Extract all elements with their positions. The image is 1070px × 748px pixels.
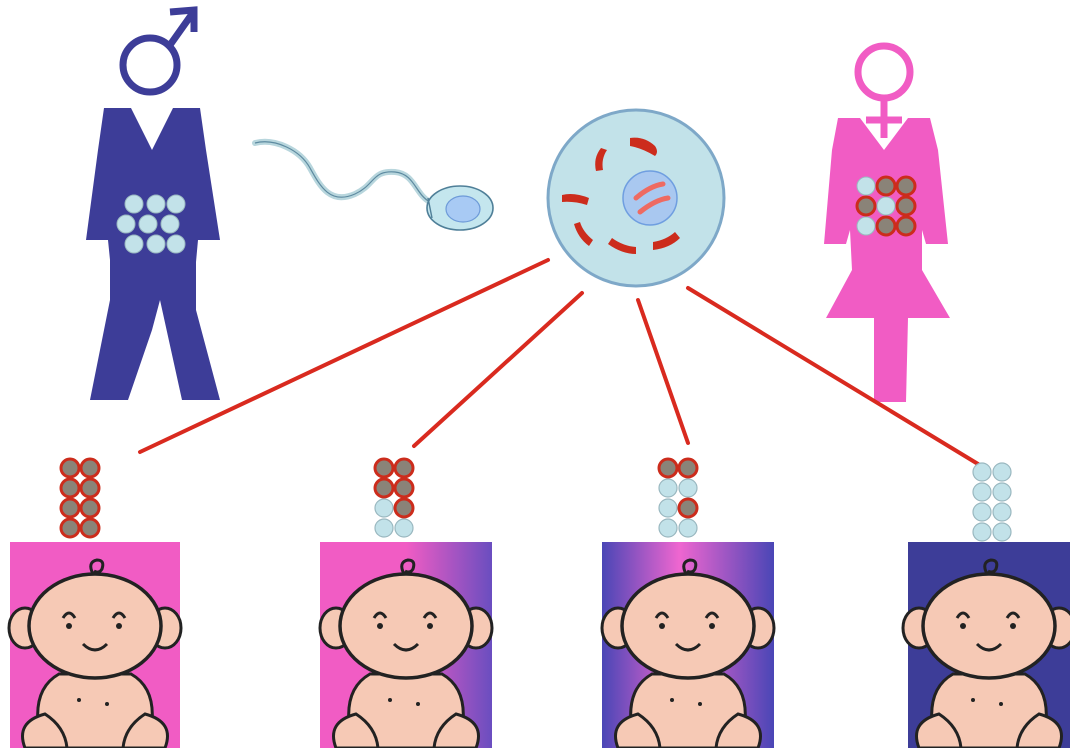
inherited-chromosome-light [973, 483, 991, 501]
mother-chromosome [857, 217, 875, 235]
father-chromosome [167, 235, 185, 253]
mother-chromosome [877, 217, 895, 235]
chromosome-set [375, 459, 413, 537]
inherited-chromosome-dark [81, 519, 99, 537]
father-chromosome [117, 215, 135, 233]
mother-body [824, 118, 950, 402]
offspring-chromosome-sets [61, 459, 1011, 541]
father-chromosome [139, 215, 157, 233]
mother-chromosome [877, 197, 895, 215]
baby-pupil [960, 623, 966, 629]
inherited-chromosome-dark [375, 479, 393, 497]
baby-belly-mark [105, 702, 109, 706]
mother-chromosome-set [857, 177, 915, 235]
baby-belly-mark [416, 702, 420, 706]
egg-cell-icon [548, 110, 724, 286]
inherited-chromosome-light [993, 463, 1011, 481]
inherited-chromosome-dark [395, 499, 413, 517]
inherited-chromosome-dark [375, 459, 393, 477]
chromosome-set [973, 463, 1011, 541]
venus-icon [858, 46, 910, 138]
father-chromosome [125, 235, 143, 253]
inherited-chromosome-dark [679, 459, 697, 477]
chromosome-set [659, 459, 697, 537]
baby-belly-mark [971, 698, 975, 702]
inherited-chromosome-light [973, 463, 991, 481]
mars-icon [123, 10, 194, 92]
inherited-chromosome-dark [81, 479, 99, 497]
inherited-chromosome-light [993, 503, 1011, 521]
father-chromosome [161, 215, 179, 233]
baby-belly-mark [77, 698, 81, 702]
mother-chromosome [857, 197, 875, 215]
inherited-chromosome-light [375, 499, 393, 517]
inherited-chromosome-dark [61, 459, 79, 477]
inherited-chromosome-light [993, 523, 1011, 541]
mother-chromosome [877, 177, 895, 195]
baby-pupil [659, 623, 665, 629]
baby-belly-mark [670, 698, 674, 702]
line-to-child-2 [414, 293, 582, 446]
inherited-chromosome-dark [679, 499, 697, 517]
inherited-chromosome-light [973, 523, 991, 541]
inherited-chromosome-dark [81, 459, 99, 477]
father-figure [86, 10, 220, 400]
mother-chromosome [857, 177, 875, 195]
inherited-chromosome-light [973, 503, 991, 521]
inherited-chromosome-light [659, 479, 677, 497]
mother-figure [824, 46, 950, 402]
inherited-chromosome-light [993, 483, 1011, 501]
sperm-cell-icon [255, 142, 493, 230]
baby-head [923, 574, 1055, 678]
baby-pupil [427, 623, 433, 629]
inherited-chromosome-light [659, 499, 677, 517]
inherited-chromosome-light [395, 519, 413, 537]
inherited-chromosome-dark [61, 479, 79, 497]
father-chromosome [147, 195, 165, 213]
chromosome-set [61, 459, 99, 537]
baby-head [622, 574, 754, 678]
inherited-chromosome-dark [395, 459, 413, 477]
father-body [86, 108, 220, 400]
inherited-chromosome-light [375, 519, 393, 537]
father-chromosome [147, 235, 165, 253]
inherited-chromosome-dark [61, 499, 79, 517]
mother-chromosome [897, 217, 915, 235]
inherited-chromosome-light [659, 519, 677, 537]
offspring-row [9, 542, 1070, 748]
baby-belly-mark [388, 698, 392, 702]
line-to-child-3 [638, 300, 688, 443]
baby-belly-mark [999, 702, 1003, 706]
baby-pupil [377, 623, 383, 629]
baby-head [29, 574, 161, 678]
inherited-chromosome-dark [395, 479, 413, 497]
baby-icon [320, 542, 492, 748]
inherited-chromosome-light [679, 519, 697, 537]
baby-head [340, 574, 472, 678]
father-chromosome [167, 195, 185, 213]
father-chromosome [125, 195, 143, 213]
baby-icon [903, 542, 1070, 748]
inherited-chromosome-light [679, 479, 697, 497]
father-chromosome-set [117, 195, 185, 253]
baby-belly-mark [698, 702, 702, 706]
mother-chromosome [897, 177, 915, 195]
baby-icon [9, 542, 181, 748]
baby-pupil [1010, 623, 1016, 629]
baby-pupil [709, 623, 715, 629]
baby-pupil [116, 623, 122, 629]
baby-pupil [66, 623, 72, 629]
baby-icon [602, 542, 774, 748]
mother-chromosome [897, 197, 915, 215]
inherited-chromosome-dark [61, 519, 79, 537]
inherited-chromosome-dark [659, 459, 677, 477]
inherited-chromosome-dark [81, 499, 99, 517]
